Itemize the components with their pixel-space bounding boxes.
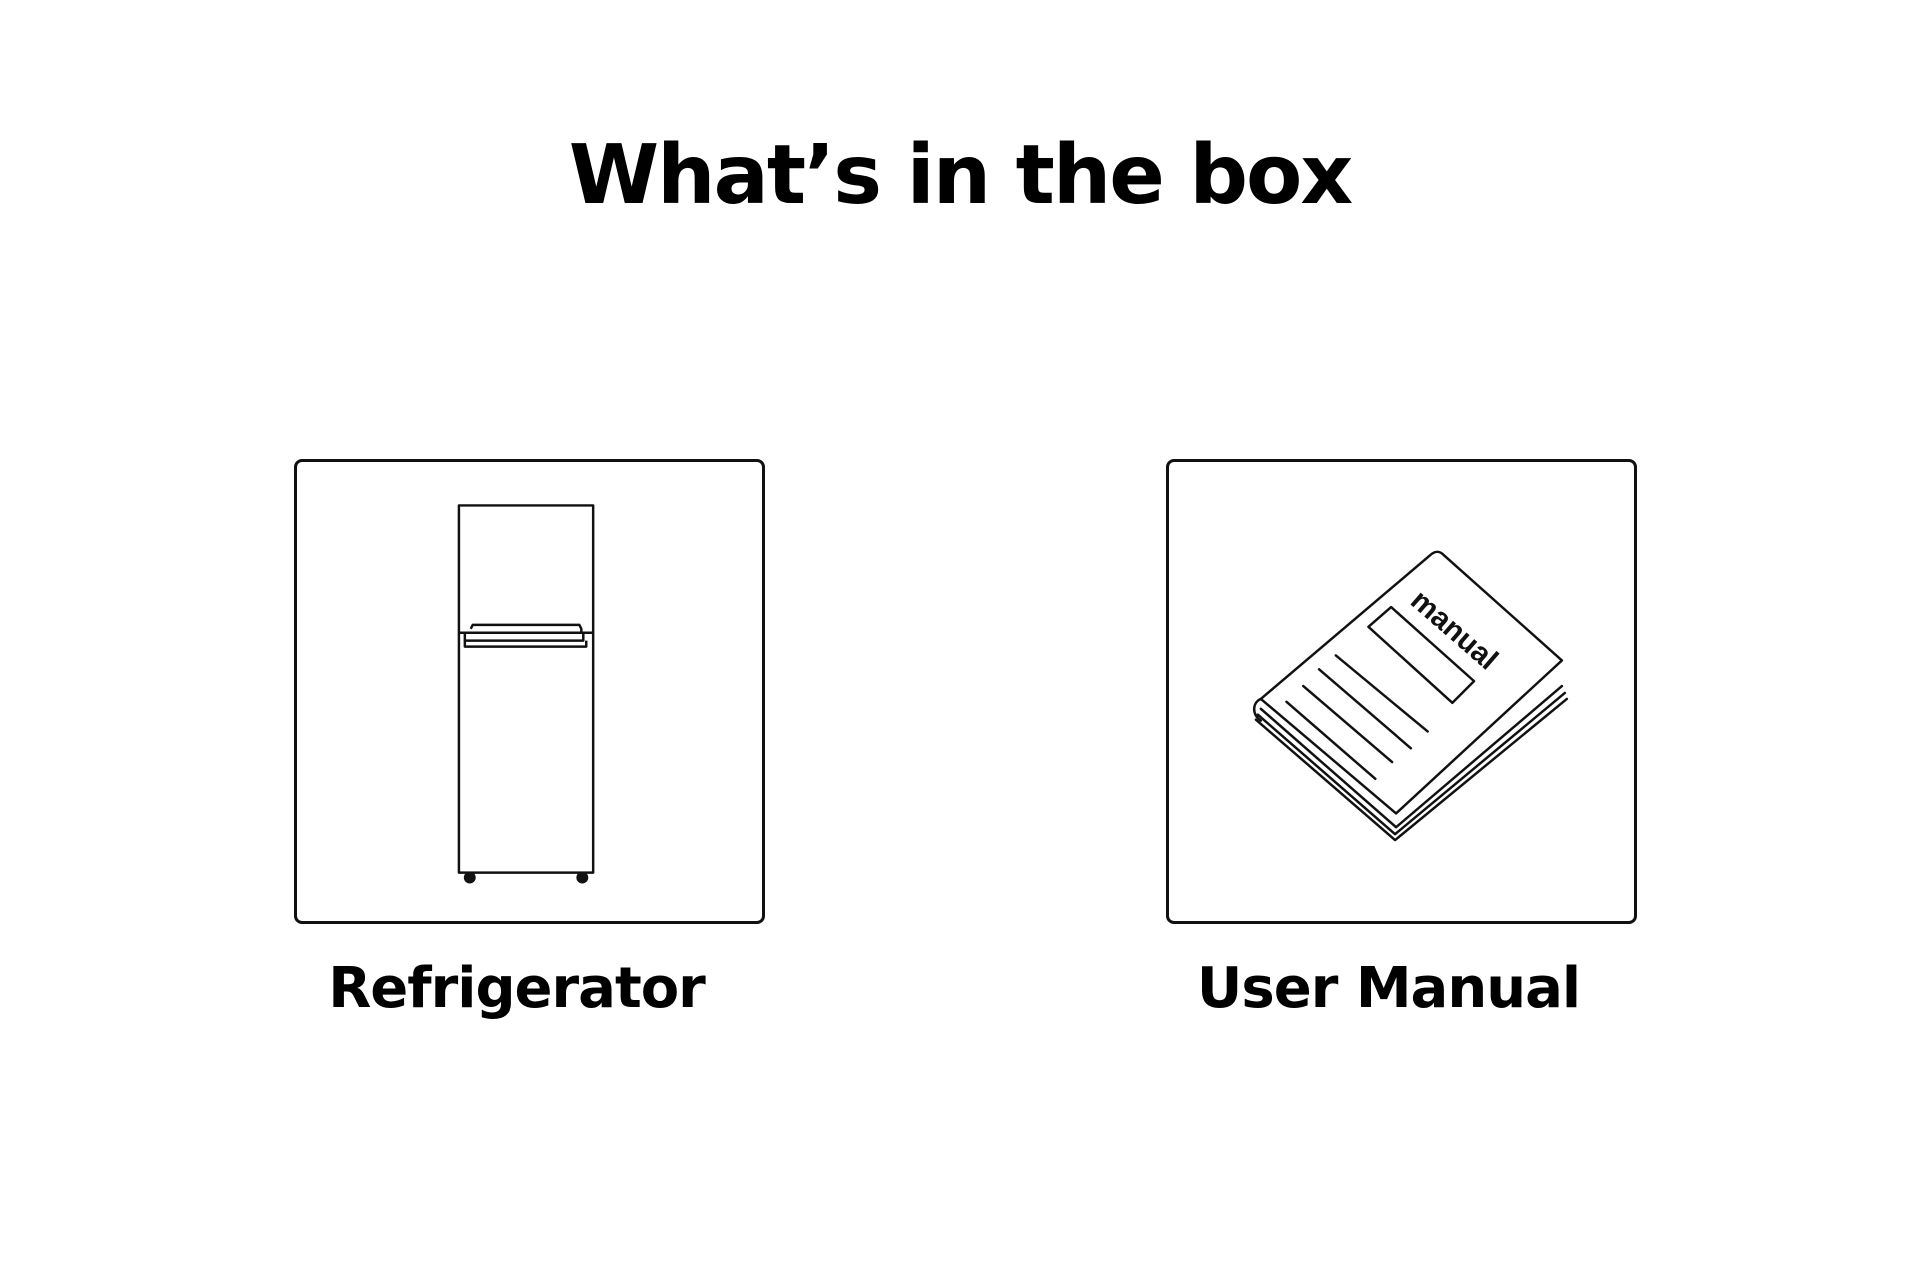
refrigerator-card	[294, 459, 765, 924]
page-title: What’s in the box	[568, 128, 1354, 223]
user-manual-label: User Manual	[1196, 956, 1581, 1021]
user-manual-card: manual	[1166, 459, 1637, 924]
refrigerator-icon	[457, 504, 595, 884]
refrigerator-label: Refrigerator	[328, 956, 706, 1021]
manual-icon: manual	[1252, 550, 1569, 842]
